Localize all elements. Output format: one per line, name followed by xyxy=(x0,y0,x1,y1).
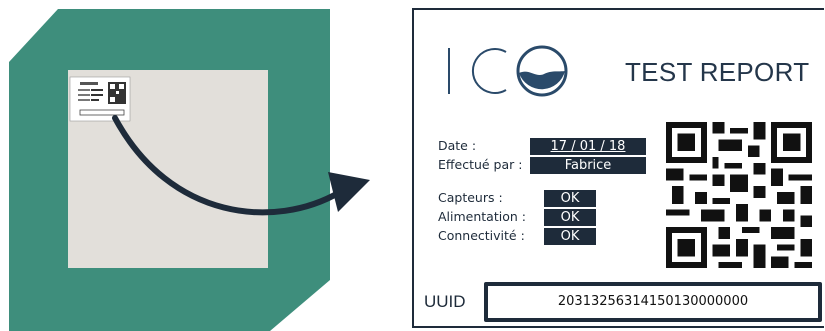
connectivity-label: Connectivité : xyxy=(438,228,525,243)
arrowhead-icon xyxy=(328,172,370,212)
power-status: OK xyxy=(544,209,596,226)
power-label: Alimentation : xyxy=(438,209,526,224)
performed-by-label: Effectué par : xyxy=(438,157,523,172)
uuid-value: 20313256314150130000000 xyxy=(484,282,822,322)
test-report-card: TEST REPORT Date : 17 / 01 / 18 Effectué… xyxy=(412,8,824,328)
arrow-icon xyxy=(112,115,343,216)
ico-logo xyxy=(448,45,568,97)
performed-by-value: Fabrice xyxy=(530,157,646,174)
sensors-status: OK xyxy=(544,190,596,207)
sensors-label: Capteurs : xyxy=(438,190,503,205)
qr-code-icon xyxy=(666,122,812,268)
date-value: 17 / 01 / 18 xyxy=(530,138,646,155)
connectivity-status: OK xyxy=(544,228,596,245)
device-illustration xyxy=(9,9,370,331)
report-title: TEST REPORT xyxy=(625,57,810,87)
uuid-label: UUID xyxy=(424,292,466,311)
mini-label-icon xyxy=(69,76,131,122)
date-label: Date : xyxy=(438,138,477,153)
